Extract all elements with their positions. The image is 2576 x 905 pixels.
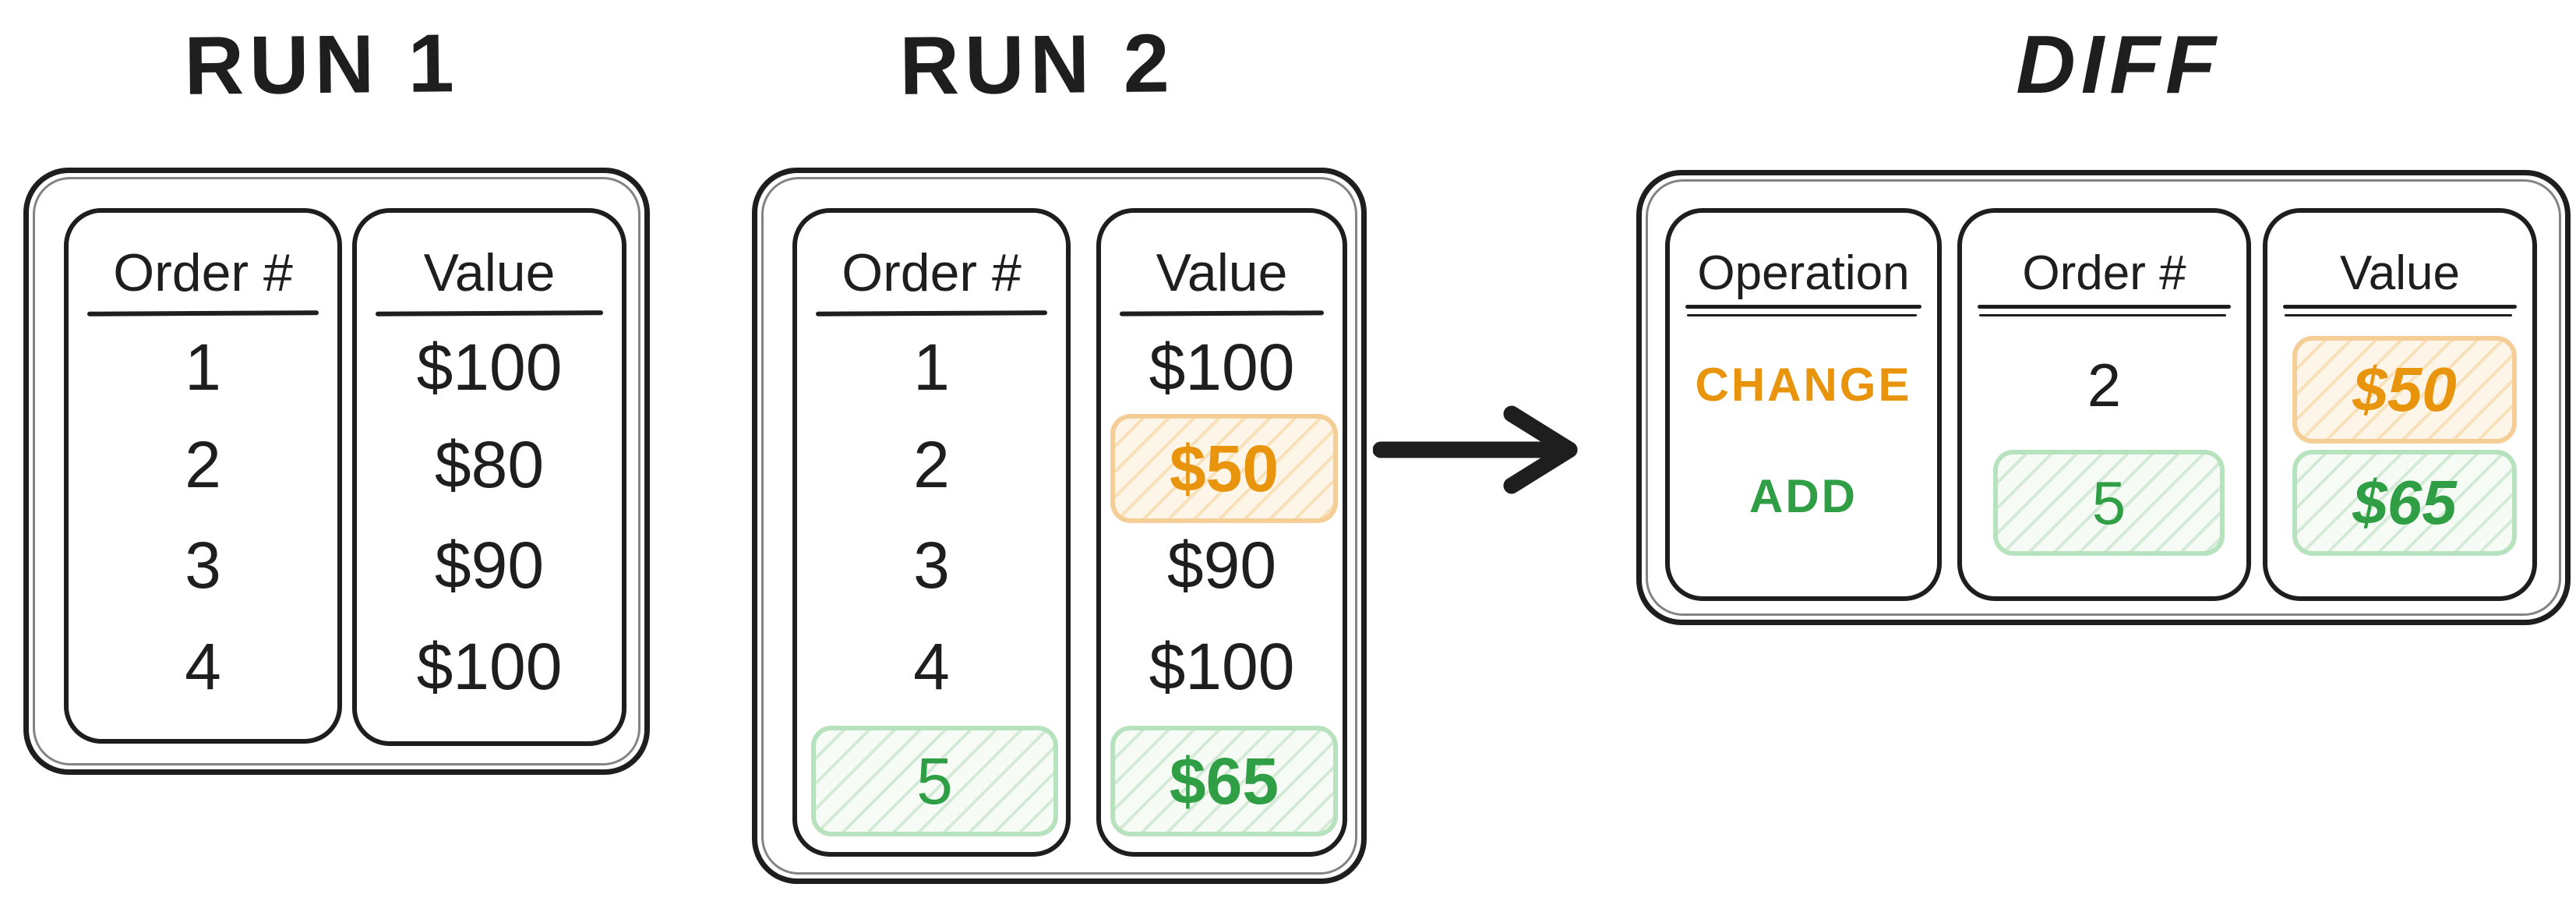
run1-order-column: Order # 1 2 3 4	[64, 208, 342, 744]
run1-value-cell: $80	[434, 428, 545, 501]
diff-title: DIFF	[2016, 19, 2221, 111]
run1-value-cell: $90	[434, 529, 545, 602]
diff-value-header-underline	[2283, 305, 2517, 309]
run1-table: Order # 1 2 3 4 Value $100 $80 $90 $100	[23, 168, 650, 775]
run2-order-header: Order #	[842, 243, 1022, 302]
diff-value-header: Value	[2340, 246, 2460, 300]
diff-order-column: Order # 2 5	[1957, 208, 2251, 601]
diff-add-order-highlight: 5	[1993, 450, 2225, 556]
diff-value-column: Value $50 $65	[2263, 208, 2537, 601]
diff-change-order-cell: 2	[2087, 351, 2122, 419]
run2-value-cell: $90	[1166, 529, 1277, 602]
diff-table: Operation CHANGE ADD Order # 2 5 Value $…	[1636, 170, 2571, 625]
run2-value-cell: $100	[1149, 630, 1295, 703]
run2-title: RUN 2	[898, 17, 1176, 112]
run2-order-cell: 2	[913, 428, 950, 501]
diff-change-value-highlight: $50	[2292, 336, 2517, 444]
run2-changed-value-highlight: $50	[1110, 414, 1338, 523]
diff-order-header-underline	[1978, 305, 2231, 309]
run2-order-cell: 3	[913, 529, 950, 602]
run2-value-cell: $50	[1169, 432, 1279, 505]
run1-order-header: Order #	[113, 243, 293, 302]
diff-value-header-underline	[2285, 314, 2512, 316]
diff-operation-column: Operation CHANGE ADD	[1665, 208, 1942, 601]
run1-order-header-underline	[86, 310, 319, 316]
run2-order-column: Order # 1 2 3 4 5	[792, 208, 1071, 857]
run1-value-column: Value $100 $80 $90 $100	[352, 208, 626, 746]
run2-value-column: Value $100 $50 $90 $100 $65	[1096, 208, 1347, 857]
run1-value-cell: $100	[416, 630, 563, 703]
diff-operation-header-underline	[1685, 305, 1921, 309]
run1-order-cell: 1	[185, 331, 221, 404]
run2-value-cell: $100	[1149, 331, 1295, 404]
diff-add-value-highlight: $65	[2292, 450, 2517, 556]
run2-table: Order # 1 2 3 4 5 Value $100 $50 $90 $10…	[752, 168, 1367, 884]
run2-order-header-underline	[815, 310, 1048, 316]
run1-order-cell: 2	[185, 428, 221, 501]
run2-order-cell: 4	[913, 630, 950, 703]
arrow-right-icon	[1373, 405, 1578, 494]
diff-add-order-cell: 5	[2091, 468, 2126, 537]
diff-operation-header-underline	[1687, 314, 1917, 316]
run2-added-order-highlight: 5	[811, 726, 1058, 836]
run2-value-cell: $65	[1169, 744, 1279, 818]
run1-title: RUN 1	[183, 17, 461, 112]
run2-added-value-highlight: $65	[1110, 726, 1338, 836]
run2-order-cell: 5	[916, 744, 953, 818]
diff-order-header-underline	[1979, 314, 2226, 316]
run1-value-header-underline	[375, 310, 604, 316]
run1-value-header: Value	[423, 243, 556, 302]
diff-change-operation-label: CHANGE	[1695, 359, 1912, 411]
run2-value-header: Value	[1156, 243, 1288, 302]
diff-add-value-cell: $65	[2352, 468, 2457, 537]
run2-order-cell: 1	[913, 331, 950, 404]
diff-operation-header: Operation	[1697, 246, 1910, 300]
run2-value-header-underline	[1119, 310, 1325, 316]
diff-order-header: Order #	[2022, 246, 2186, 300]
run1-value-cell: $100	[416, 331, 563, 404]
run1-order-cell: 4	[185, 630, 221, 703]
diff-change-value-cell: $50	[2352, 355, 2457, 424]
run1-order-cell: 3	[185, 529, 221, 602]
diff-add-operation-label: ADD	[1749, 470, 1858, 522]
